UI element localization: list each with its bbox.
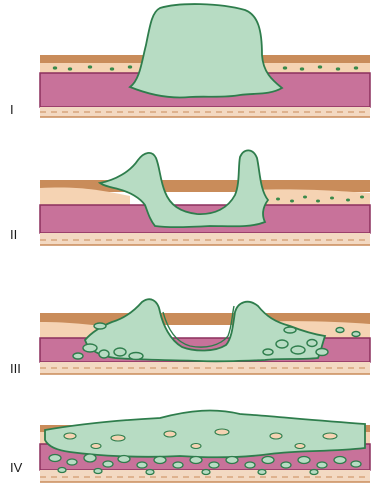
- stage-4-panel: IV: [10, 411, 370, 482]
- stage-2-outer-layer: [40, 233, 370, 245]
- stage-3-label: III: [10, 361, 21, 376]
- stage-3-panel: III: [10, 299, 370, 376]
- stage-2-panel: II: [10, 150, 370, 245]
- stage-1-panel: I: [10, 4, 370, 117]
- stage-2-label: II: [10, 227, 17, 242]
- stage-1-label: I: [10, 102, 14, 117]
- stage-4-tumor: [45, 411, 365, 458]
- stage-4-label: IV: [10, 460, 23, 475]
- stage-1-tumor: [130, 4, 282, 97]
